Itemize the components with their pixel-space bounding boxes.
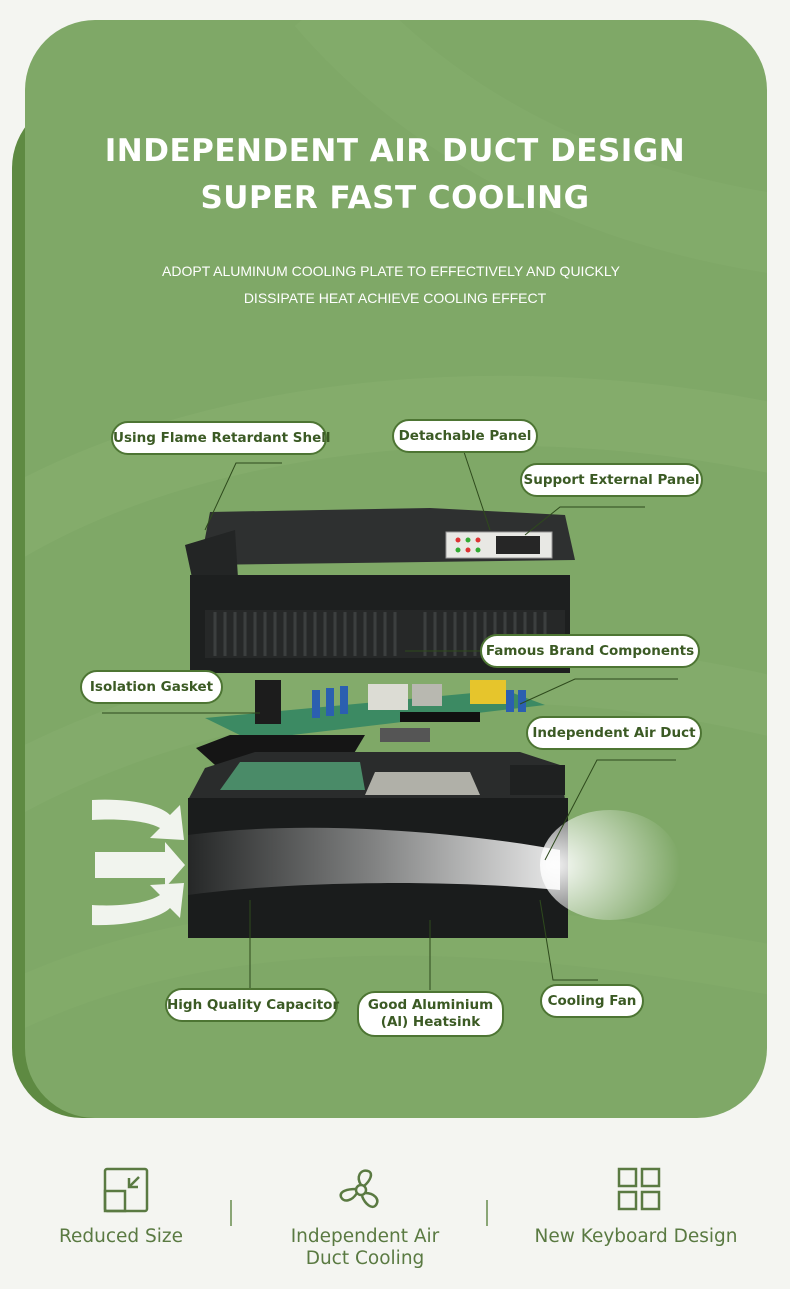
callout-brand-components: Famous Brand Components <box>480 634 700 668</box>
feature-label-reduced-size: Reduced Size <box>58 1226 184 1247</box>
headline-line-2: SUPER FAST COOLING <box>200 180 590 216</box>
callout-external-panel: Support External Panel <box>520 463 703 497</box>
circuit-board <box>205 680 545 742</box>
airflow-band <box>188 827 560 895</box>
callout-heatsink-line-2: (Al) Heatsink <box>380 1014 481 1030</box>
subtitle-line-2: DISSIPATE HEAT ACHIEVE COOLING EFFECT <box>243 290 547 306</box>
feature-label-air-duct-line-2: Duct Cooling <box>305 1248 425 1269</box>
exploded-device-illustration <box>92 451 680 990</box>
feature-row: Reduced Size Independent Air Duct Coolin… <box>0 1150 790 1289</box>
callout-detachable-panel: Detachable Panel <box>392 419 538 453</box>
feature-label-air-duct-cooling: Independent Air Duct Cooling <box>270 1226 460 1270</box>
callout-cooling-fan: Cooling Fan <box>540 984 644 1018</box>
feature-label-air-duct-line-1: Independent Air <box>290 1226 440 1247</box>
grid-icon <box>617 1167 661 1211</box>
callout-aluminium-heatsink: Good Aluminium (Al) Heatsink <box>357 991 504 1037</box>
intake-arrows <box>92 799 185 926</box>
top-lid <box>185 508 575 673</box>
feature-label-keyboard-design: New Keyboard Design <box>534 1226 738 1247</box>
callout-leader-lines <box>102 451 678 990</box>
callout-heatsink-line-1: Good Aluminium <box>367 997 494 1013</box>
subtitle-line-1: ADOPT ALUMINUM COOLING PLATE TO EFFECTIV… <box>162 263 620 279</box>
callout-flame-retardant-shell: Using Flame Retardant Shell <box>111 421 331 455</box>
resize-icon <box>103 1167 149 1213</box>
airflow-exhaust <box>540 810 680 920</box>
feature-separator <box>486 1200 488 1226</box>
headline-line-1: INDEPENDENT AIR DUCT DESIGN <box>104 133 686 169</box>
callout-independent-air-duct: Independent Air Duct <box>526 716 702 750</box>
control-panel <box>445 531 553 559</box>
fan-icon <box>339 1169 379 1209</box>
callout-high-quality-capacitor: High Quality Capacitor <box>165 988 339 1022</box>
callout-isolation-gasket: Isolation Gasket <box>80 670 223 704</box>
feature-separator <box>230 1200 232 1226</box>
